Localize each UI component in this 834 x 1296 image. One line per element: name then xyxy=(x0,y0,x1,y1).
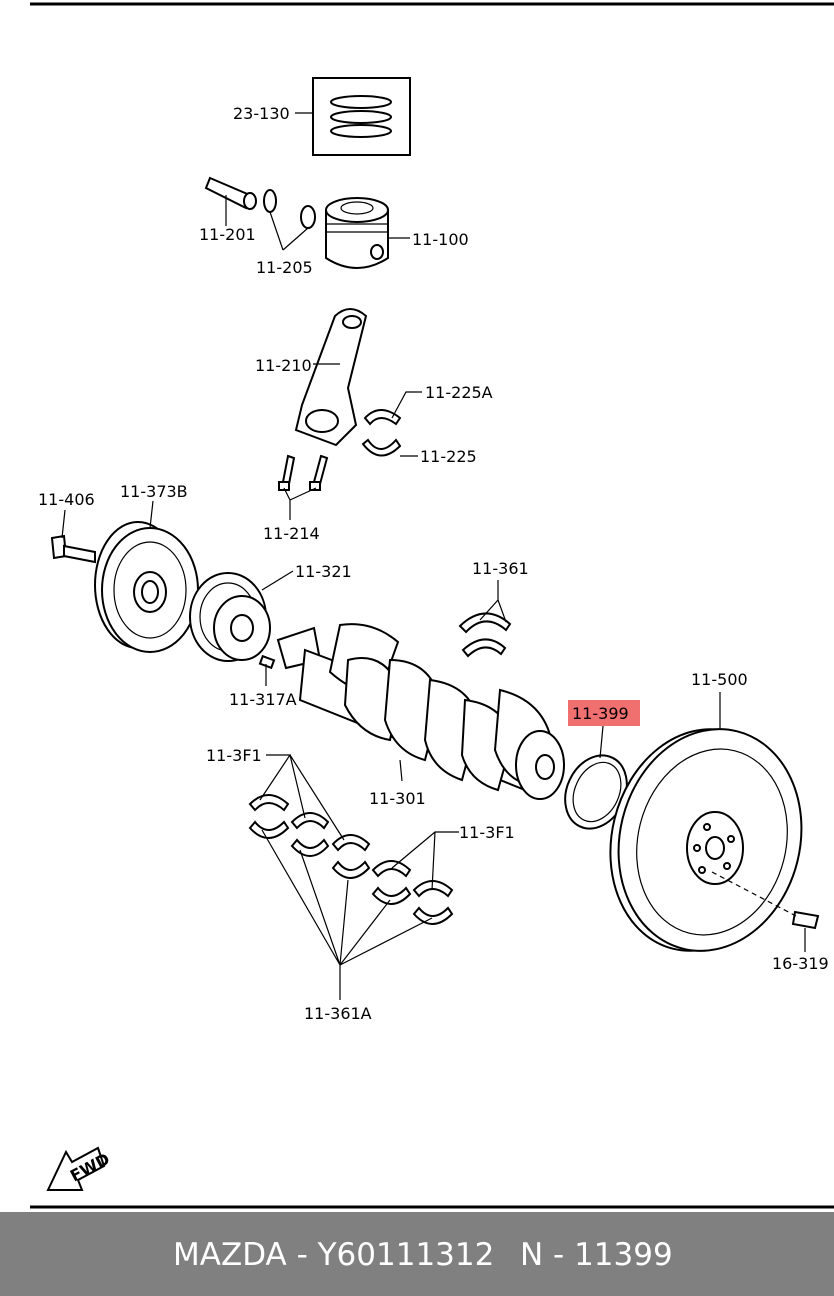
piston-pin xyxy=(204,176,257,210)
rod-bearing-upper xyxy=(363,409,402,426)
piston-ring-set xyxy=(312,77,411,156)
woodruff-key xyxy=(258,654,276,670)
label-11-100: 11-100 xyxy=(412,230,469,249)
label-11-225: 11-225 xyxy=(420,447,477,466)
parts-diagram: 23-130 11-201 11-205 11-100 11-210 11-22… xyxy=(30,2,834,1209)
label-11-373b: 11-373B xyxy=(120,482,188,501)
label-11-361a: 11-361A xyxy=(304,1004,372,1023)
footer-ref: N - 11399 xyxy=(520,1237,673,1273)
label-11-3f1-left: 11-3F1 xyxy=(206,746,262,765)
label-11-321: 11-321 xyxy=(295,562,352,581)
connecting-rod xyxy=(294,308,368,447)
label-11-317a: 11-317A xyxy=(229,690,297,709)
fwd-direction-icon xyxy=(46,1146,106,1191)
timing-sprocket xyxy=(189,572,271,662)
label-11-406: 11-406 xyxy=(38,490,95,509)
piston xyxy=(325,197,389,269)
pulley-bolt xyxy=(50,534,96,564)
footer-bar: MAZDA - Y60111312 N - 11399 xyxy=(0,1212,834,1296)
label-11-210: 11-210 xyxy=(255,356,312,375)
label-16-319: 16-319 xyxy=(772,954,829,973)
label-11-201: 11-201 xyxy=(199,225,256,244)
crankshaft xyxy=(276,623,565,800)
label-11-3f1-right: 11-3F1 xyxy=(459,823,515,842)
rod-bolts xyxy=(278,454,329,491)
highlight-box xyxy=(568,700,640,726)
main-bearings xyxy=(248,794,454,925)
leader-lines xyxy=(61,112,806,1000)
label-11-205: 11-205 xyxy=(256,258,313,277)
rod-bearing-lower xyxy=(361,438,402,457)
label-11-500: 11-500 xyxy=(691,670,748,689)
label-11-225a: 11-225A xyxy=(425,383,493,402)
label-11-399: 11-399 xyxy=(572,704,629,723)
footer-brand-part: MAZDA - Y60111312 xyxy=(173,1237,495,1273)
thrust-bearings xyxy=(458,612,512,658)
label-11-361: 11-361 xyxy=(472,559,529,578)
label-11-301: 11-301 xyxy=(369,789,426,808)
snap-rings xyxy=(263,189,316,229)
crank-pulley xyxy=(94,521,199,653)
label-11-214: 11-214 xyxy=(263,524,320,543)
flywheel-bolt xyxy=(711,871,820,930)
flywheel xyxy=(609,728,803,952)
label-23-130: 23-130 xyxy=(233,104,290,123)
